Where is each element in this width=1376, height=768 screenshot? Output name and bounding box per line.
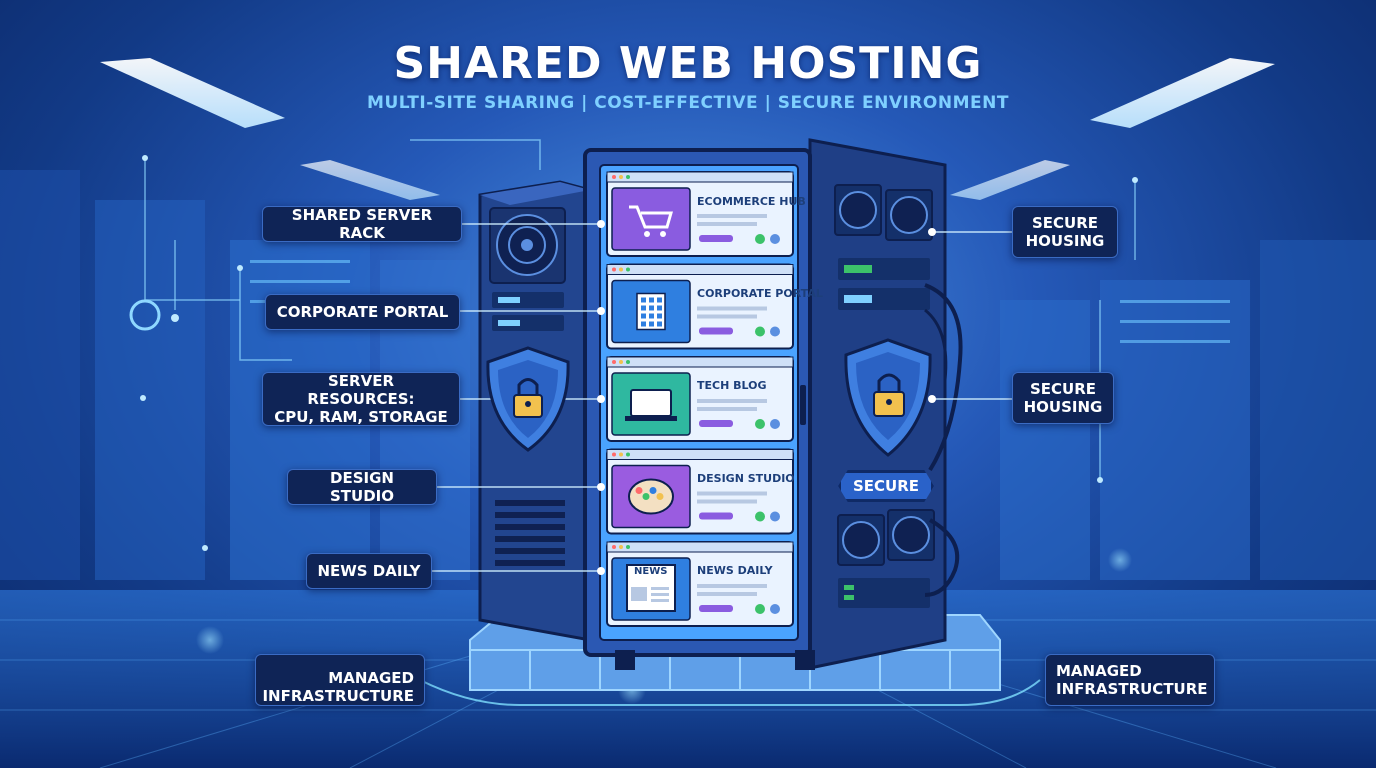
label-text-line-2: INFRASTRUCTURE xyxy=(262,687,414,705)
check-icon xyxy=(770,604,780,614)
page-subtitle: MULTI-SITE SHARING | COST-EFFECTIVE | SE… xyxy=(367,93,1009,113)
website-card xyxy=(606,448,794,535)
label-text: NEWS DAILY xyxy=(317,562,421,580)
website-card xyxy=(606,356,794,442)
website-card xyxy=(606,171,794,257)
label-text-line-2: INFRASTRUCTURE xyxy=(1056,680,1208,698)
site-title-ecommerce-hub: ECOMMERCE HUB xyxy=(697,195,806,208)
shopping-cart-icon xyxy=(611,187,691,251)
news-logo-text: NEWS xyxy=(634,566,668,577)
check-icon xyxy=(770,234,780,244)
check-icon xyxy=(770,511,780,522)
shield-lock-icon-right xyxy=(844,338,932,457)
check-icon xyxy=(755,234,765,244)
check-icon xyxy=(755,326,765,337)
label-managed-infrastructure-right: MANAGED INFRASTRUCTURE xyxy=(1045,654,1215,706)
label-text-line-2: HOUSING xyxy=(1025,232,1105,250)
check-icon xyxy=(770,326,780,337)
label-text-line-1: SECURE xyxy=(1031,214,1099,232)
label-text-line-1: SERVER RESOURCES: xyxy=(307,372,415,408)
label-text-line-2: CPU, RAM, STORAGE xyxy=(274,408,448,426)
website-card xyxy=(606,263,794,350)
site-title-design-studio: DESIGN STUDIO xyxy=(697,472,795,485)
label-text: DESIGN STUDIO xyxy=(330,469,394,505)
label-server-resources: SERVER RESOURCES: CPU, RAM, STORAGE xyxy=(262,372,460,426)
label-text: SHARED SERVER RACK xyxy=(291,206,433,242)
label-text-line-2: HOUSING xyxy=(1023,398,1103,416)
label-text: CORPORATE PORTAL xyxy=(276,303,449,321)
label-shared-server-rack: SHARED SERVER RACK xyxy=(262,206,462,242)
shield-lock-icon-left xyxy=(486,346,570,452)
label-managed-infrastructure-left: MANAGED INFRASTRUCTURE xyxy=(255,654,425,706)
website-card xyxy=(606,541,794,627)
label-text-line-1: MANAGED xyxy=(328,669,414,687)
check-icon xyxy=(770,419,780,429)
label-design-studio: DESIGN STUDIO xyxy=(287,469,437,505)
site-title-corporate-portal: CORPORATE PORTAL xyxy=(697,287,823,300)
label-news-daily: NEWS DAILY xyxy=(306,553,432,589)
page-title: SHARED WEB HOSTING xyxy=(393,38,983,89)
site-title-news-daily: NEWS DAILY xyxy=(697,564,773,577)
label-text-line-1: SECURE xyxy=(1029,380,1097,398)
label-text-line-1: MANAGED xyxy=(1056,662,1142,680)
check-icon xyxy=(755,511,765,522)
label-secure-housing-top: SECURE HOUSING xyxy=(1012,206,1118,258)
secure-badge: SECURE xyxy=(838,470,934,502)
check-icon xyxy=(755,604,765,614)
check-icon xyxy=(755,419,765,429)
label-corporate-portal: CORPORATE PORTAL xyxy=(265,294,460,330)
label-secure-housing-middle: SECURE HOUSING xyxy=(1012,372,1114,424)
site-title-tech-blog: TECH BLOG xyxy=(697,379,767,392)
